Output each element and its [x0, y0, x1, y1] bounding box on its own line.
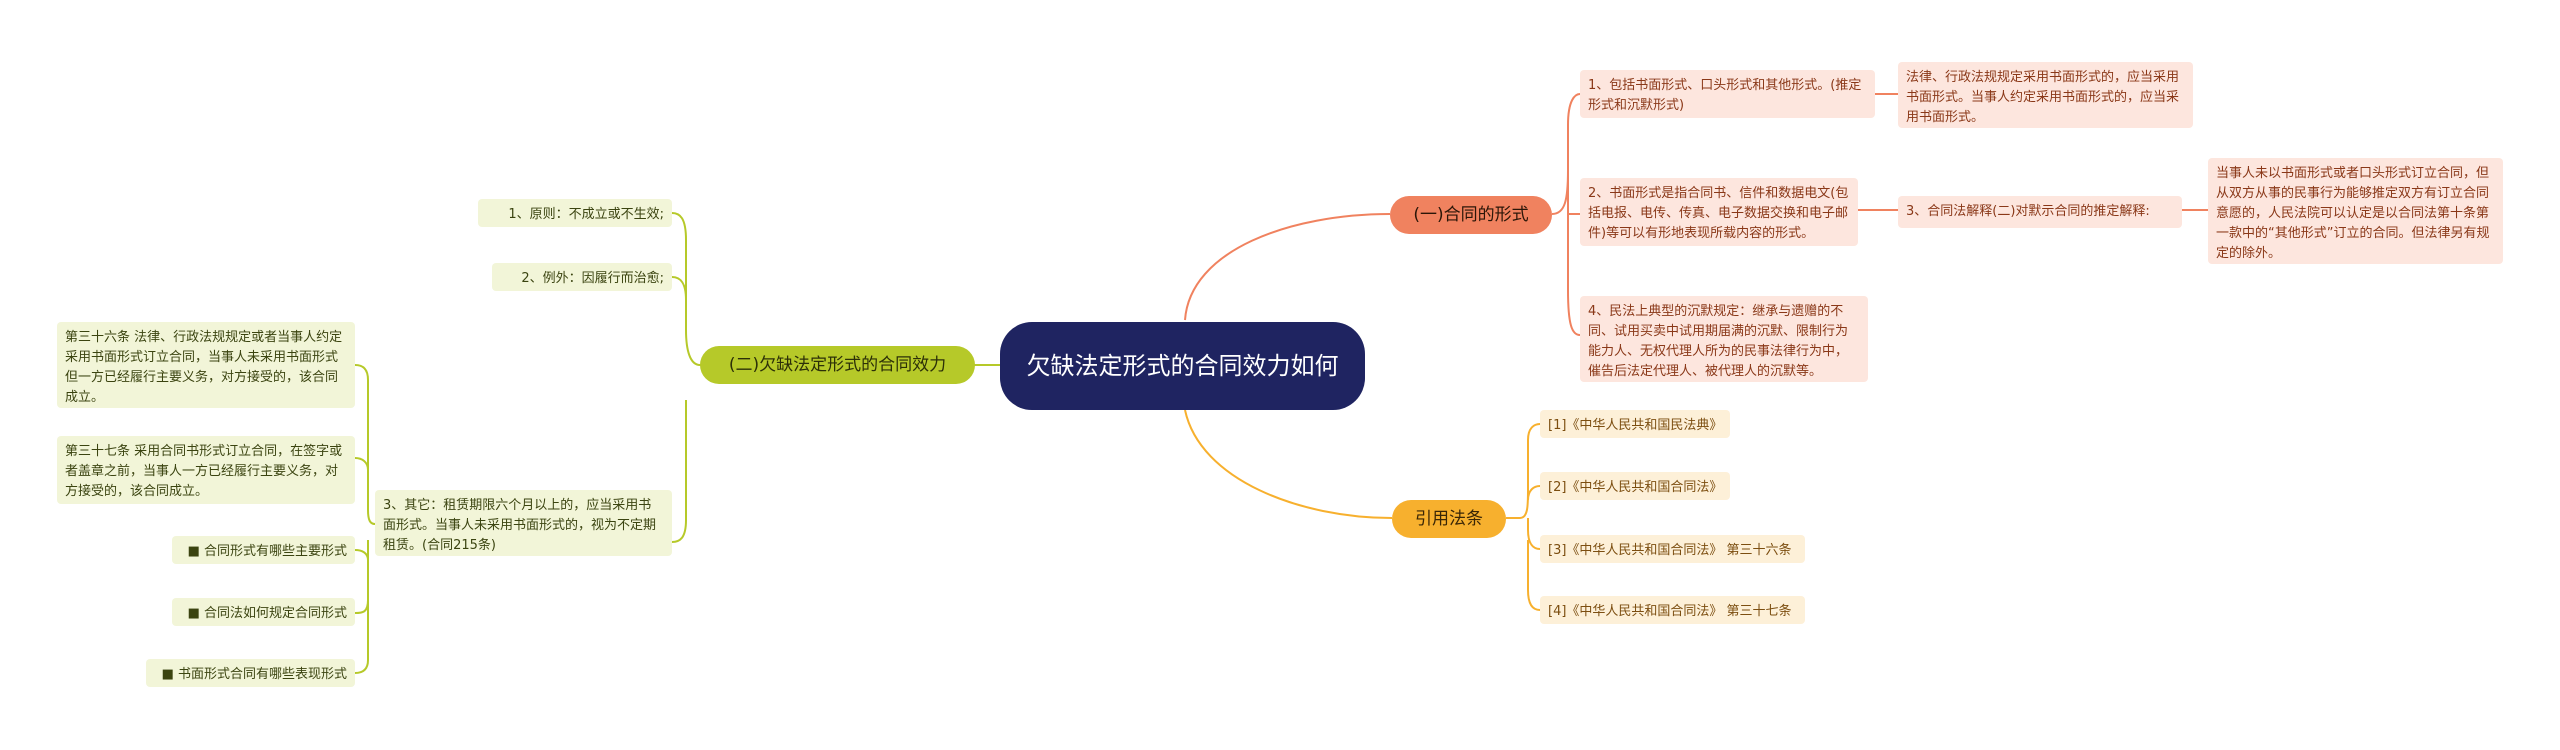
link-branch2-bracket [671, 212, 975, 543]
central-topic[interactable]: 欠缺法定形式的合同效力如何 [1000, 322, 1365, 410]
b2-sub4-text: ■ 合同法如何规定合同形式 [187, 606, 347, 621]
b2-sub5-text: ■ 书面形式合同有哪些表现形式 [161, 667, 347, 682]
link-branch3-bracket [1506, 423, 1541, 611]
b2-sub1[interactable]: 第三十六条 法律、行政法规规定或者当事人约定采用书面形式订立合同，当事人未采用书… [57, 322, 355, 408]
b2-item3-text: 3、其它：租赁期限六个月以上的，应当采用书面形式。当事人未采用书面形式的，视为不… [383, 498, 657, 553]
b1-item2-text: 2、书面形式是指合同书、信件和数据电文(包括电报、电传、传真、电子数据交换和电子… [1588, 186, 1849, 241]
ref-4[interactable]: [4]《中华人民共和国合同法》 第三十七条 [1540, 596, 1805, 624]
link-root-branch3 [1184, 409, 1393, 519]
b1-item4-text: 4、民法上典型的沉默规定：继承与遗赠的不同、试用买卖中试用期届满的沉默、限制行为… [1588, 304, 1849, 379]
link-branch1-bracket [1551, 93, 1581, 336]
link-root-branch1 [1184, 213, 1391, 321]
b1-item2-sub-note[interactable]: 当事人未以书面形式或者口头形式订立合同，但从双方从事的民事行为能够推定双方有订立… [2208, 158, 2503, 264]
b1-item2-sub-text: 3、合同法解释(二)对默示合同的推定解释: [1906, 204, 2150, 219]
b1-item2-sub[interactable]: 3、合同法解释(二)对默示合同的推定解释: [1898, 196, 2182, 228]
branch-cited-laws[interactable]: 引用法条 [1392, 500, 1506, 538]
ref-4-text: [4]《中华人民共和国合同法》 第三十七条 [1548, 604, 1792, 619]
branch-lacking-form-effect[interactable]: (二)欠缺法定形式的合同效力 [700, 346, 975, 384]
central-topic-label: 欠缺法定形式的合同效力如何 [1026, 352, 1339, 380]
b2-item2[interactable]: 2、例外：因履行而治愈; [492, 263, 672, 291]
b2-item1[interactable]: 1、原则：不成立或不生效; [478, 199, 672, 227]
b1-item2-sub-note-text: 当事人未以书面形式或者口头形式订立合同，但从双方从事的民事行为能够推定双方有订立… [2216, 166, 2490, 261]
b1-item1-note-text: 法律、行政法规规定采用书面形式的，应当采用书面形式。当事人约定采用书面形式的，应… [1906, 70, 2180, 125]
branch-contract-form[interactable]: (一)合同的形式 [1390, 196, 1552, 234]
ref-1[interactable]: [1]《中华人民共和国民法典》 [1540, 410, 1730, 438]
b2-sub3-text: ■ 合同形式有哪些主要形式 [187, 544, 347, 559]
b2-sub5[interactable]: ■ 书面形式合同有哪些表现形式 [146, 659, 355, 687]
b2-sub1-text: 第三十六条 法律、行政法规规定或者当事人约定采用书面形式订立合同，当事人未采用书… [65, 330, 343, 405]
branch-lacking-form-effect-label: (二)欠缺法定形式的合同效力 [728, 355, 947, 375]
b2-sub4[interactable]: ■ 合同法如何规定合同形式 [172, 598, 355, 626]
ref-1-text: [1]《中华人民共和国民法典》 [1548, 418, 1723, 433]
b2-item3[interactable]: 3、其它：租赁期限六个月以上的，应当采用书面形式。当事人未采用书面形式的，视为不… [375, 490, 672, 556]
b1-item4[interactable]: 4、民法上典型的沉默规定：继承与遗赠的不同、试用买卖中试用期届满的沉默、限制行为… [1580, 296, 1868, 382]
b2-sub2-text: 第三十七条 采用合同书形式订立合同，在签字或者盖章之前，当事人一方已经履行主要义… [65, 444, 343, 499]
branch-cited-laws-label: 引用法条 [1415, 509, 1483, 529]
ref-2[interactable]: [2]《中华人民共和国合同法》 [1540, 472, 1730, 500]
ref-3-text: [3]《中华人民共和国合同法》 第三十六条 [1548, 543, 1792, 558]
b2-sub3[interactable]: ■ 合同形式有哪些主要形式 [172, 536, 355, 564]
b2-item1-text: 1、原则：不成立或不生效; [508, 207, 664, 222]
ref-3[interactable]: [3]《中华人民共和国合同法》 第三十六条 [1540, 535, 1805, 563]
ref-2-text: [2]《中华人民共和国合同法》 [1548, 480, 1723, 495]
b1-item1[interactable]: 1、包括书面形式、口头形式和其他形式。(推定形式和沉默形式) [1580, 70, 1875, 118]
link-branch2-sub-bracket [354, 364, 376, 674]
b1-item2[interactable]: 2、书面形式是指合同书、信件和数据电文(包括电报、电传、传真、电子数据交换和电子… [1580, 178, 1858, 246]
b1-item1-note[interactable]: 法律、行政法规规定采用书面形式的，应当采用书面形式。当事人约定采用书面形式的，应… [1898, 62, 2193, 128]
b1-item1-text: 1、包括书面形式、口头形式和其他形式。(推定形式和沉默形式) [1588, 78, 1862, 113]
b2-sub2[interactable]: 第三十七条 采用合同书形式订立合同，在签字或者盖章之前，当事人一方已经履行主要义… [57, 436, 355, 504]
branch-contract-form-label: (一)合同的形式 [1413, 205, 1529, 225]
b2-item2-text: 2、例外：因履行而治愈; [521, 271, 664, 286]
